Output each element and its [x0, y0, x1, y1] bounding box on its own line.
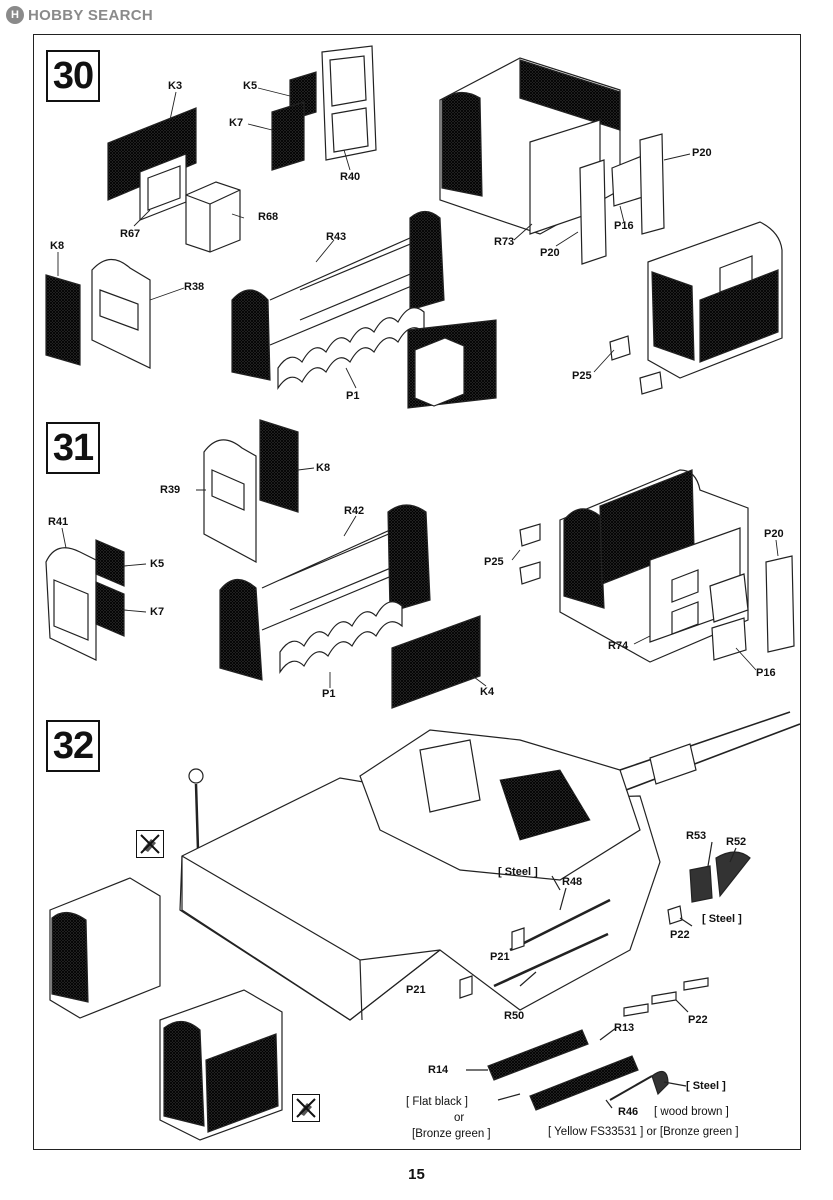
paint-note-wood-brown: [ wood brown ] — [654, 1106, 729, 1118]
no-glue-icon — [136, 830, 164, 858]
k8-mesh-31 — [259, 419, 299, 513]
gun-barrel — [619, 711, 801, 791]
r38-frame — [91, 258, 151, 369]
r48-rod — [509, 898, 611, 952]
label-p21-a: P21 — [490, 951, 510, 963]
label-r38: R38 — [184, 281, 205, 293]
k3-mesh-panel — [107, 107, 197, 201]
k7-mesh-31 — [95, 581, 125, 637]
label-k5-31: K5 — [150, 558, 165, 570]
label-p21-b: P21 — [406, 984, 426, 996]
label-r68: R68 — [258, 211, 279, 223]
leader-lines — [57, 87, 779, 688]
label-r67: R67 — [120, 228, 141, 240]
r53-part — [689, 865, 713, 903]
label-r40: R40 — [340, 171, 361, 183]
step-32-number: 32 — [46, 720, 100, 772]
site-watermark: H HOBBY SEARCH — [6, 4, 153, 26]
r68-box — [185, 181, 241, 253]
label-r52: R52 — [726, 836, 747, 848]
label-p22-b: P22 — [688, 1014, 708, 1026]
label-p20: P20 — [692, 147, 712, 159]
r39-frame — [203, 439, 257, 564]
step-30-drawings — [45, 45, 783, 409]
r46-tool — [609, 1075, 653, 1101]
label-p1: P1 — [346, 390, 360, 402]
r41-frame — [45, 547, 97, 661]
hobby-search-logo-text: HOBBY SEARCH — [28, 6, 154, 24]
step-30-number: 30 — [46, 50, 100, 102]
paint-note-or: or — [454, 1112, 465, 1124]
label-r50: R50 — [504, 1010, 525, 1022]
label-r43: R43 — [326, 231, 347, 243]
p1-seat-31 — [279, 601, 403, 674]
r13-brush — [529, 1055, 639, 1111]
label-p25-31: P25 — [484, 556, 504, 568]
label-k4: K4 — [480, 686, 495, 698]
label-p1-31: P1 — [322, 688, 336, 700]
hobby-search-logo-icon: H — [6, 6, 24, 24]
r50-rod — [493, 932, 609, 988]
r42-seat-frame — [219, 578, 263, 681]
label-r14: R14 — [428, 1064, 449, 1076]
step-32-drawings — [49, 711, 801, 1141]
label-r42: R42 — [344, 505, 365, 517]
instruction-frame — [33, 34, 801, 1150]
k5-mesh-31 — [95, 539, 125, 587]
label-steel-2: [ Steel ] — [702, 913, 742, 925]
step-31-drawings — [45, 419, 795, 709]
label-steel-3: [ Steel ] — [686, 1080, 726, 1092]
paint-note-flat-black: [ Flat black ] — [406, 1096, 468, 1108]
paint-note-bronze-green: [Bronze green ] — [412, 1128, 491, 1140]
label-p16-31: P16 — [756, 667, 776, 679]
label-r73: R73 — [494, 236, 515, 248]
p1-corrugated-seat — [277, 307, 425, 390]
k7-mesh — [271, 101, 305, 171]
label-k5: K5 — [243, 80, 258, 92]
label-r41: R41 — [48, 516, 69, 528]
label-r39: R39 — [160, 484, 181, 496]
r52-part — [715, 851, 751, 898]
label-k7-31: K7 — [150, 606, 165, 618]
label-p22-a: P22 — [670, 929, 690, 941]
label-k8-31: K8 — [316, 462, 331, 474]
k8-mesh — [45, 274, 81, 366]
k4-mesh — [391, 615, 481, 709]
label-r46: R46 — [618, 1106, 639, 1118]
label-p16: P16 — [614, 220, 634, 232]
paint-note-yellow: [ Yellow FS33531 ] or [Bronze green ] — [548, 1126, 739, 1138]
page-number: 15 — [408, 1166, 425, 1183]
step-31-number: 31 — [46, 422, 100, 474]
r14-brush — [487, 1029, 589, 1081]
label-r53: R53 — [686, 830, 707, 842]
label-r74: R74 — [608, 640, 629, 652]
label-p20-31: P20 — [764, 528, 784, 540]
r43-seat-frame — [231, 289, 271, 381]
label-steel-1: [ Steel ] — [498, 866, 538, 878]
label-p25: P25 — [572, 370, 592, 382]
label-r48: R48 — [562, 876, 583, 888]
label-r13: R13 — [614, 1022, 635, 1034]
label-k3: K3 — [168, 80, 183, 92]
label-k8: K8 — [50, 240, 65, 252]
label-k7: K7 — [229, 117, 244, 129]
no-glue-icon-2 — [292, 1094, 320, 1122]
label-p20-b: P20 — [540, 247, 560, 259]
